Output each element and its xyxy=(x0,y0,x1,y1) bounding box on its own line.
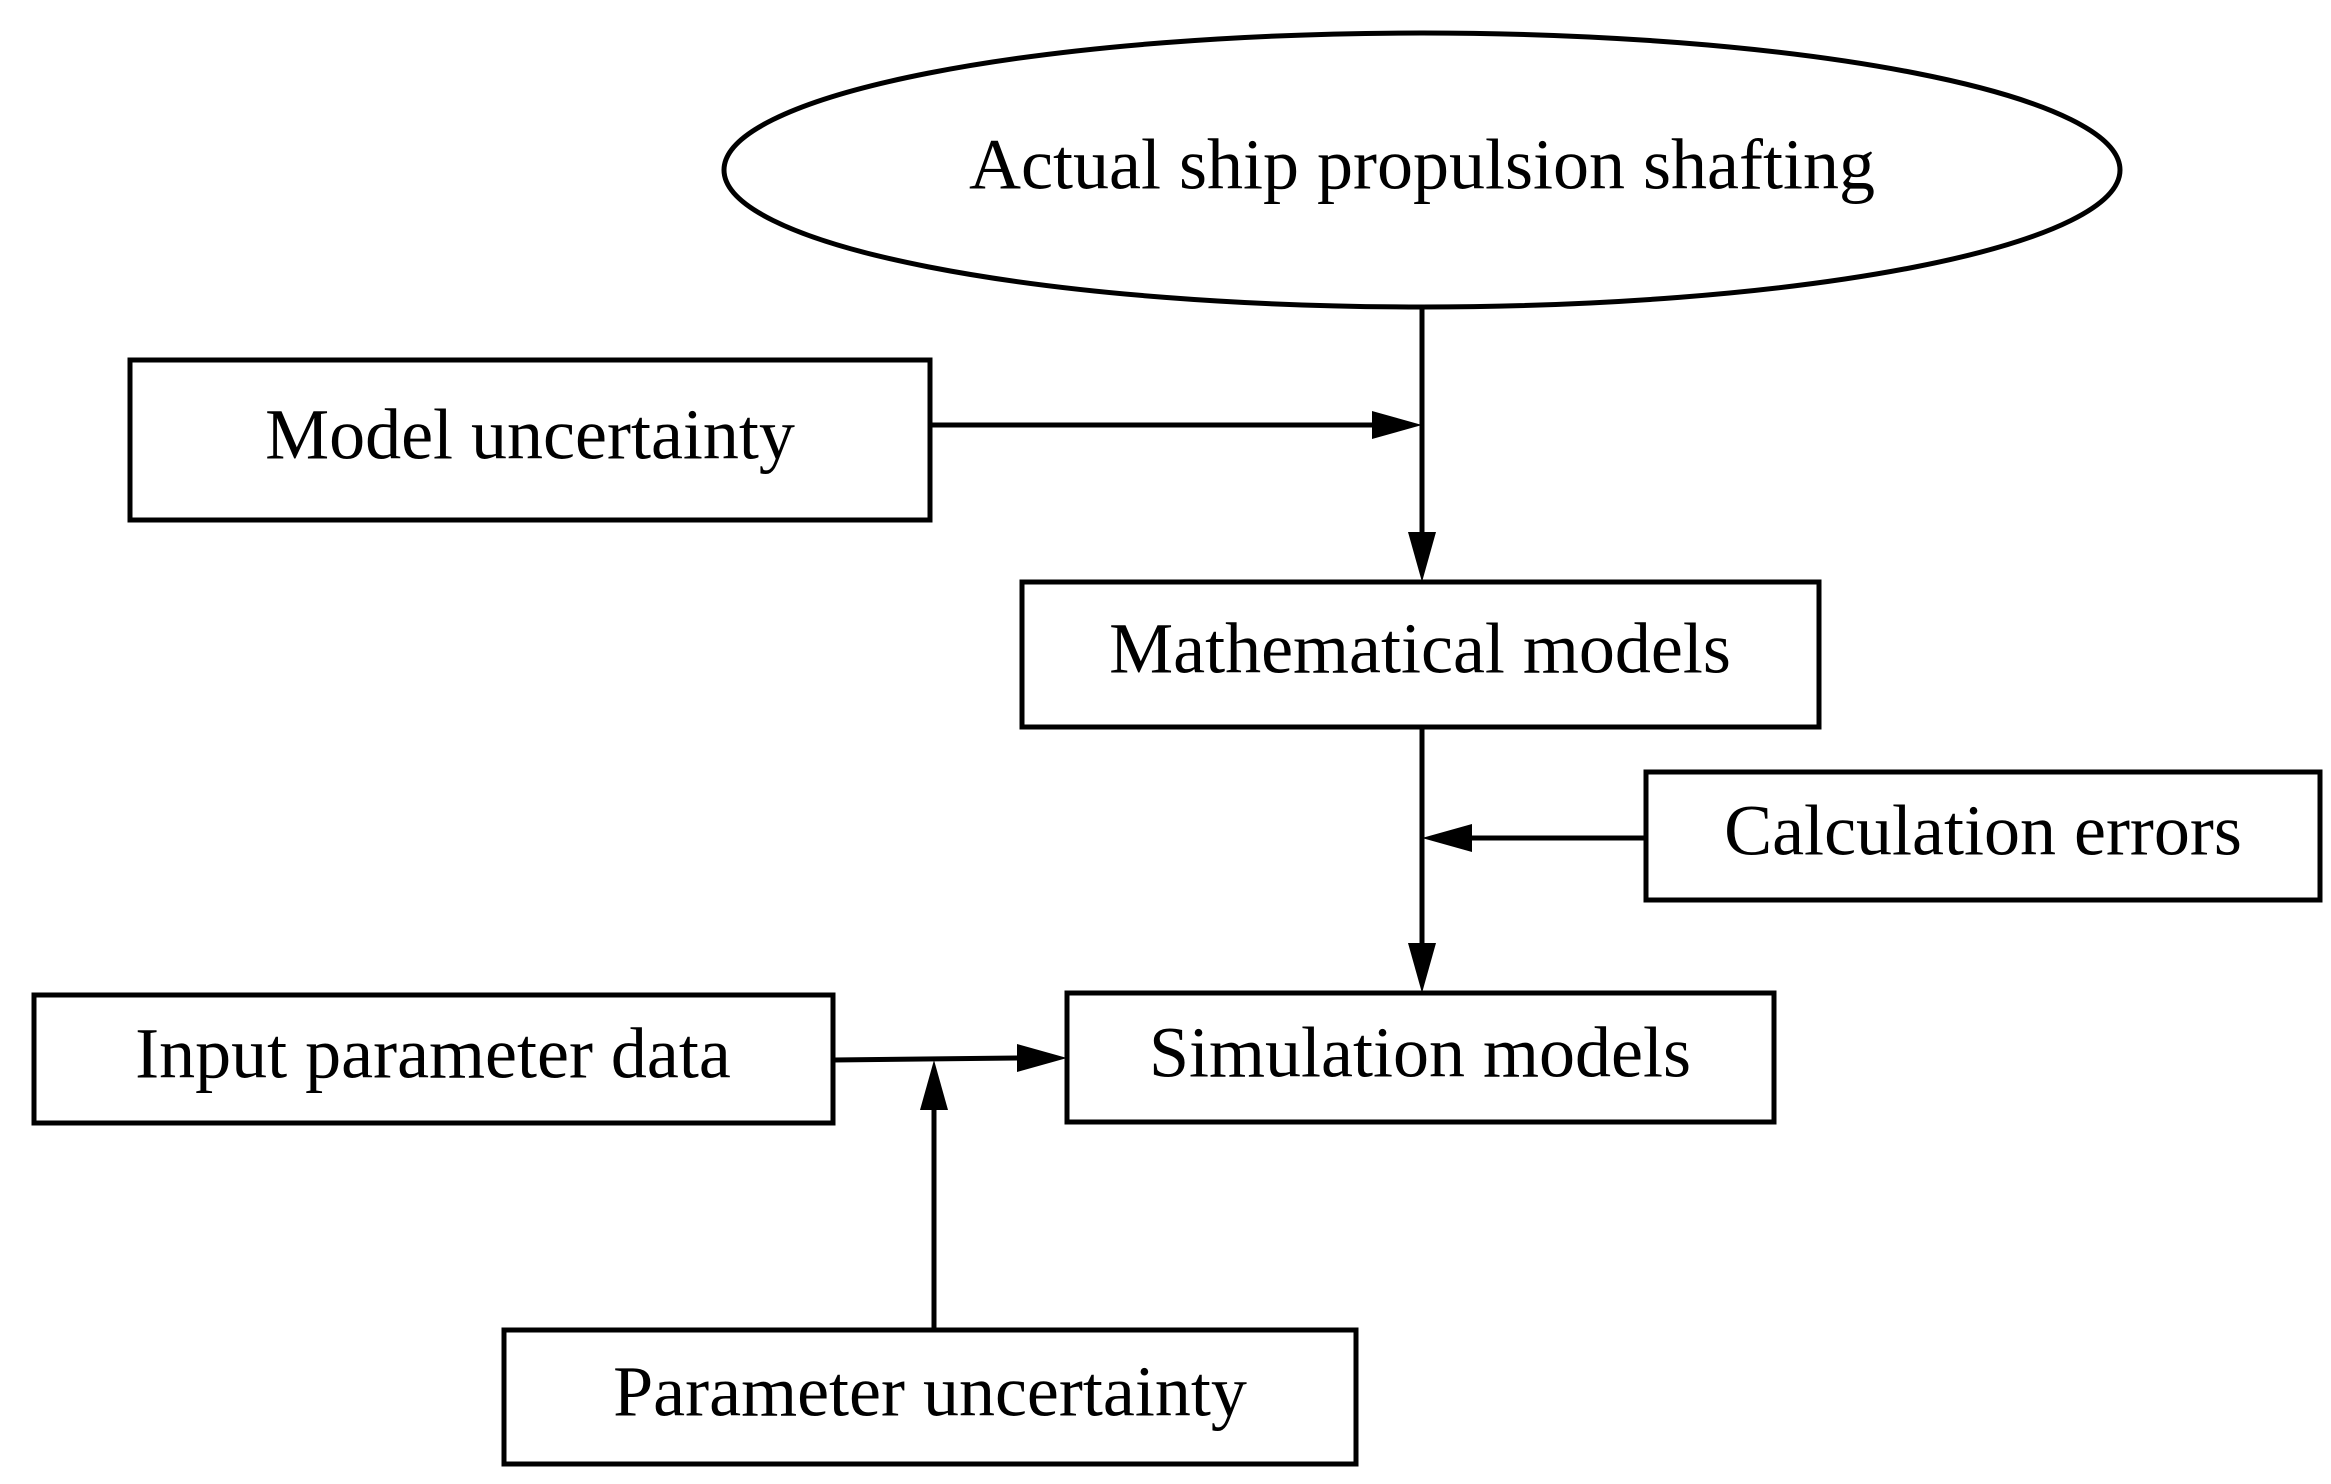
label-parameter-uncertainty: Parameter uncertainty xyxy=(613,1352,1247,1432)
label-mathematical-models: Mathematical models xyxy=(1109,609,1731,689)
box-simulation-models xyxy=(1064,990,1777,1125)
label-simulation-models: Simulation models xyxy=(1149,1013,1691,1093)
arrowhead-model-uncertainty xyxy=(1372,411,1422,439)
edges xyxy=(832,307,1646,1330)
node-input-parameter-data: Input parameter data xyxy=(31,992,836,1126)
node-actual-ship: Actual ship propulsion shafting xyxy=(721,30,2123,310)
node-simulation-models: Simulation models xyxy=(1064,990,1777,1125)
label-calculation-errors: Calculation errors xyxy=(1724,791,2242,871)
box-parameter-uncertainty xyxy=(501,1327,1359,1467)
arrowhead-parameter-uncertainty xyxy=(920,1060,948,1110)
edge-input-parameter-data-to-simulation xyxy=(832,1055,1021,1063)
arrowhead-calculation-errors xyxy=(1422,824,1472,852)
box-model-uncertainty xyxy=(127,357,933,523)
label-input-parameter-data: Input parameter data xyxy=(135,1014,731,1094)
node-mathematical-models: Mathematical models xyxy=(1019,579,1822,730)
nodes: Actual ship propulsion shafting Model un… xyxy=(31,30,2323,1467)
label-actual-ship: Actual ship propulsion shafting xyxy=(969,125,1875,205)
node-model-uncertainty: Model uncertainty xyxy=(127,357,933,523)
box-input-parameter-data xyxy=(31,992,836,1126)
arrowhead-input-parameter-data xyxy=(1017,1044,1067,1072)
node-parameter-uncertainty: Parameter uncertainty xyxy=(501,1327,1359,1467)
arrowhead-into-simulation-models xyxy=(1408,943,1436,993)
box-calculation-errors xyxy=(1643,769,2323,903)
arrowhead-into-mathematical-models xyxy=(1408,532,1436,582)
box-mathematical-models xyxy=(1019,579,1822,730)
node-calculation-errors: Calculation errors xyxy=(1643,769,2323,903)
label-model-uncertainty: Model uncertainty xyxy=(265,395,795,475)
ellipse-actual-ship xyxy=(721,30,2123,310)
